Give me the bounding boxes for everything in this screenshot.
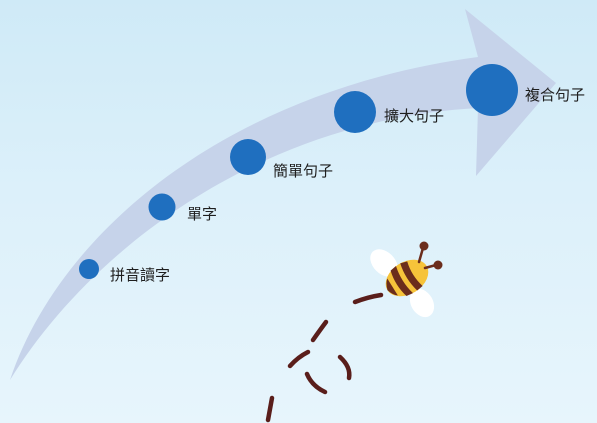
stage-dot-1 [79,259,99,279]
bee-icon [370,241,443,318]
stage-dot-4 [334,91,376,133]
stage-label-3: 簡單句子 [273,162,334,180]
stage-label-5: 複合句子 [525,86,586,104]
stage-label-2: 單字 [187,205,218,223]
stage-label-1: 拼音讀字 [110,266,171,284]
flight-trail-icon [265,292,384,423]
stage-dot-5 [466,64,518,116]
progress-arrow [10,9,556,380]
stage-label-4: 擴大句子 [384,107,445,125]
stage-dot-2 [148,193,176,221]
stage-dot-3 [230,139,266,175]
